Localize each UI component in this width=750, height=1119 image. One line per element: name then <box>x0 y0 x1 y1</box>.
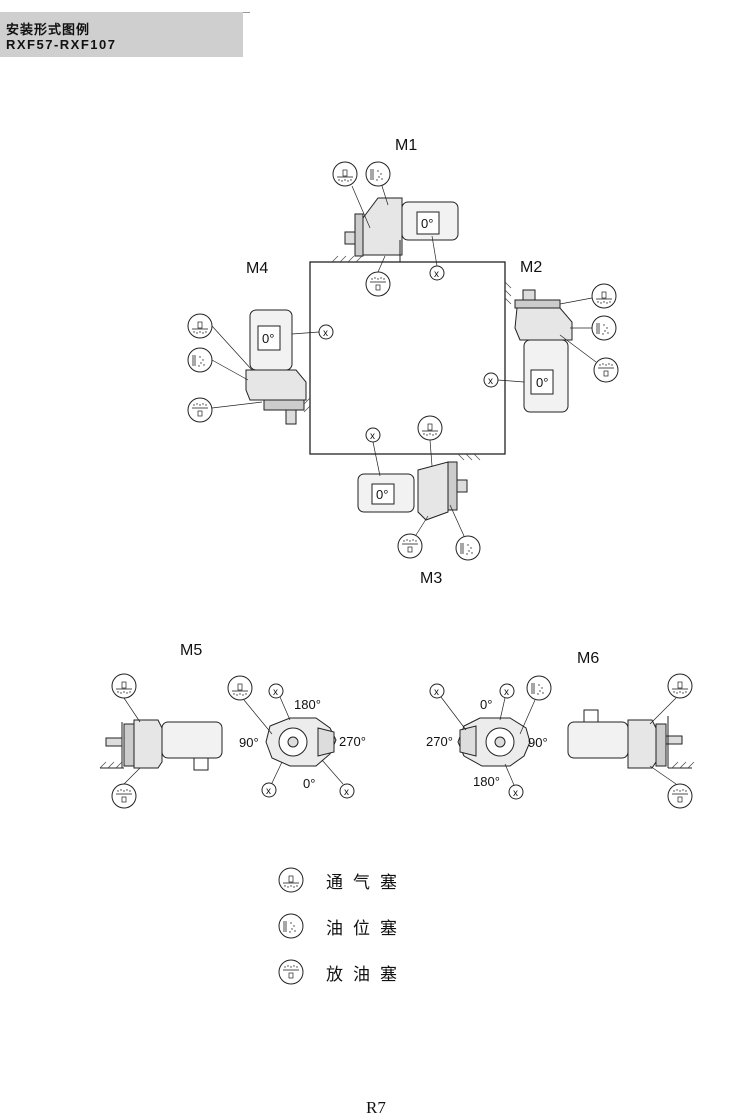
marker-x-label: x <box>504 687 509 698</box>
mounting-block <box>309 261 506 455</box>
drain-plug-icon <box>365 271 391 297</box>
angle-label: 270° <box>426 734 453 749</box>
gearmotor-m6-front <box>457 717 531 767</box>
legend-label: 通气塞 <box>326 872 407 893</box>
angle-label: 180° <box>294 697 321 712</box>
header-subtitle: RXF57-RXF107 <box>6 37 117 52</box>
breather-plug-icon <box>591 283 617 309</box>
legend-label: 放油塞 <box>326 964 407 985</box>
drain-plug-icon <box>593 357 619 383</box>
drain-plug-icon <box>111 783 137 809</box>
drain-plug-icon <box>397 533 423 559</box>
marker-x-label: x <box>266 786 271 797</box>
angle-label: 270° <box>339 734 366 749</box>
oil-level-plug-icon <box>365 161 391 187</box>
position-label-m1: M1 <box>395 137 417 154</box>
page-number: R7 <box>366 1098 386 1117</box>
gearmotor-m6-side <box>567 709 695 769</box>
gearmotor-m5-front <box>265 717 337 767</box>
position-label-m5: M5 <box>180 642 202 659</box>
marker-x-label: x <box>273 687 278 698</box>
position-label-m2: M2 <box>520 259 542 276</box>
angle-label: 180° <box>473 774 500 789</box>
drain-plug-icon <box>187 397 213 423</box>
motor-angle-m1: 0° <box>421 216 433 231</box>
angle-label: 90° <box>239 735 259 750</box>
oil-level-plug-icon <box>526 675 552 701</box>
angle-label: 0° <box>480 697 492 712</box>
oil-level-plug-icon <box>187 347 213 373</box>
marker-x-label: x <box>344 787 349 798</box>
breather-plug-icon <box>227 675 253 701</box>
position-label-m4: M4 <box>246 260 268 277</box>
motor-angle-m2: 0° <box>536 375 548 390</box>
legend-item-breather: 通气塞 <box>278 865 407 895</box>
breather-plug-icon <box>417 415 443 441</box>
oil-level-plug-icon <box>591 315 617 341</box>
legend-label: 油位塞 <box>326 918 407 939</box>
breather-plug-icon <box>332 161 358 187</box>
gearmotor-m3: 0° <box>357 453 481 521</box>
position-label-m3: M3 <box>420 570 442 587</box>
drain-plug-icon <box>667 783 693 809</box>
motor-angle-m4: 0° <box>262 331 274 346</box>
position-label-m6: M6 <box>577 650 599 667</box>
marker-x-label: x <box>488 376 493 387</box>
angle-label: 0° <box>303 776 315 791</box>
gearmotor-m1: 0° <box>331 197 459 263</box>
gearmotor-m2: 0° <box>504 281 573 413</box>
gearmotor-m4: 0° <box>245 309 311 425</box>
legend-item-drain: 放油塞 <box>278 957 407 987</box>
marker-x-label: x <box>434 269 439 280</box>
marker-x-label: x <box>323 328 328 339</box>
oil-level-plug-icon <box>455 535 481 561</box>
breather-plug-icon <box>667 673 693 699</box>
legend-item-oil-level: 油位塞 <box>278 911 407 941</box>
header-title: 安装形式图例 <box>6 23 91 38</box>
breather-plug-icon <box>111 673 137 699</box>
angle-label: 90° <box>528 735 548 750</box>
marker-x-label: x <box>513 788 518 799</box>
motor-angle-m3: 0° <box>376 487 388 502</box>
header-banner <box>0 12 243 57</box>
marker-x-label: x <box>434 687 439 698</box>
gearmotor-m5-side <box>99 719 223 771</box>
breather-plug-icon <box>187 313 213 339</box>
marker-x-label: x <box>370 431 375 442</box>
